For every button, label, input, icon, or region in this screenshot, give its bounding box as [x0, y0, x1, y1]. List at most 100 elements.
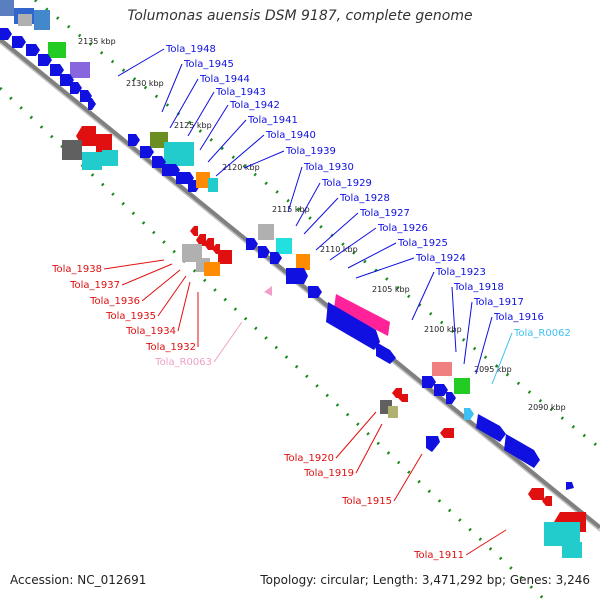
reverse-features	[62, 126, 586, 558]
gene-label[interactable]: Tola_1930	[303, 162, 354, 173]
leader-line	[121, 263, 173, 286]
gene-label[interactable]: Tola_1936	[89, 296, 140, 307]
tick-label: 2115 kbp	[272, 205, 310, 214]
forward-gene	[70, 82, 82, 94]
gene-label[interactable]: Tola_1919	[303, 468, 354, 479]
feature-block	[150, 132, 168, 148]
gene-label[interactable]: Tola_1938	[51, 264, 102, 275]
gene-label[interactable]: Tola_1916	[493, 312, 544, 323]
tick-label: 2090 kbp	[528, 403, 566, 412]
feature-block	[204, 262, 220, 276]
leader-line	[347, 242, 397, 269]
inner-dot-line	[0, 86, 547, 600]
gene-label[interactable]: Tola_1941	[247, 115, 298, 126]
gene-label[interactable]: Tola_1948	[165, 44, 216, 55]
feature-block	[276, 238, 292, 254]
gene-label[interactable]: Tola_1915	[341, 496, 392, 507]
gene-label[interactable]: Tola_1934	[125, 326, 176, 337]
forward-gene	[258, 246, 270, 258]
forward-gene	[308, 286, 322, 298]
leader-line	[141, 269, 181, 302]
feature-block	[102, 150, 118, 166]
reverse-gene	[542, 496, 552, 506]
feature-block	[196, 172, 210, 188]
leader-line	[287, 166, 303, 213]
reverse-gene	[196, 234, 206, 246]
forward-gene	[286, 268, 308, 284]
forward-gene	[12, 36, 26, 48]
forward-gene	[128, 134, 140, 146]
gene-label[interactable]: Tola_1917	[473, 297, 524, 308]
leader-line	[463, 301, 473, 365]
leader-line	[215, 134, 265, 177]
leader-line	[355, 423, 383, 474]
forward-gene	[334, 294, 390, 336]
feature-block	[454, 378, 470, 394]
forward-gene	[446, 392, 456, 404]
gene-label[interactable]: Tola_R0063	[154, 357, 212, 368]
forward-gene	[566, 482, 574, 490]
gene-label[interactable]: Tola_1929	[321, 178, 372, 189]
reverse-gene	[440, 428, 454, 438]
feature-block	[432, 362, 452, 376]
forward-gene	[38, 54, 52, 66]
leader-line	[491, 332, 513, 385]
tick-label: 2110 kbp	[320, 245, 358, 254]
gene-label[interactable]: Tola_1923	[435, 267, 486, 278]
forward-gene	[504, 434, 540, 468]
leader-line	[465, 529, 507, 556]
outer-dot-line	[34, 0, 600, 450]
forward-gene	[26, 44, 40, 56]
leader-line	[451, 286, 457, 353]
gene-label[interactable]: Tola_1924	[415, 253, 466, 264]
gene-label[interactable]: Tola_1935	[105, 311, 156, 322]
forward-gene	[426, 436, 440, 452]
gene-label[interactable]: Tola_1942	[229, 100, 280, 111]
map-title: Tolumonas auensis DSM 9187, complete gen…	[127, 8, 473, 24]
leader-line	[169, 78, 199, 129]
gene-label[interactable]: Tola_1937	[69, 280, 120, 291]
gene-label[interactable]: Tola_1932	[145, 342, 196, 353]
leader-line	[243, 150, 285, 169]
tick-label: 2095 kbp	[474, 365, 512, 374]
tick-label: 2130 kbp	[126, 79, 164, 88]
feature-block	[0, 0, 14, 16]
gene-label[interactable]: Tola_1925	[397, 238, 448, 249]
leader-line	[157, 275, 187, 317]
reverse-gene	[190, 226, 198, 236]
feature-block	[82, 152, 102, 170]
genome-summary-text: Topology: circular; Length: 3,471,292 bp…	[260, 573, 590, 587]
gene-label[interactable]: Tola_1940	[265, 130, 316, 141]
gene-label[interactable]: Tola_1920	[283, 453, 334, 464]
forward-features	[0, 0, 574, 490]
forward-gene	[140, 146, 154, 158]
feature-block	[218, 250, 232, 264]
gene-label[interactable]: Tola_1939	[285, 146, 336, 157]
forward-gene	[376, 342, 396, 364]
leader-line	[295, 182, 321, 227]
reverse-gene	[528, 488, 544, 500]
genome-axis-shadow	[0, 42, 600, 532]
leader-line	[161, 63, 183, 113]
reverse-gene	[204, 238, 214, 250]
gene-label[interactable]: Tola_1911	[413, 550, 464, 561]
tick-label: 2125 kbp	[174, 121, 212, 130]
leader-line	[329, 227, 377, 261]
gene-label[interactable]: Tola_1926	[377, 223, 428, 234]
gene-label[interactable]: Tola_1918	[453, 282, 504, 293]
gene-label[interactable]: Tola_1927	[359, 208, 410, 219]
forward-gene	[88, 98, 96, 110]
feature-block	[70, 62, 90, 78]
tick-label: 2135 kbp	[78, 37, 116, 46]
gene-label[interactable]: Tola_R0062	[513, 328, 571, 339]
reverse-gene	[398, 394, 408, 402]
feature-block	[48, 42, 66, 58]
gene-label[interactable]: Tola_1944	[199, 74, 250, 85]
gene-label[interactable]: Tola_1943	[215, 87, 266, 98]
gene-label[interactable]: Tola_1945	[183, 59, 234, 70]
gene-label[interactable]: Tola_1928	[339, 193, 390, 204]
feature-block	[18, 14, 32, 26]
leader-line	[411, 271, 435, 321]
forward-gene	[434, 384, 448, 396]
